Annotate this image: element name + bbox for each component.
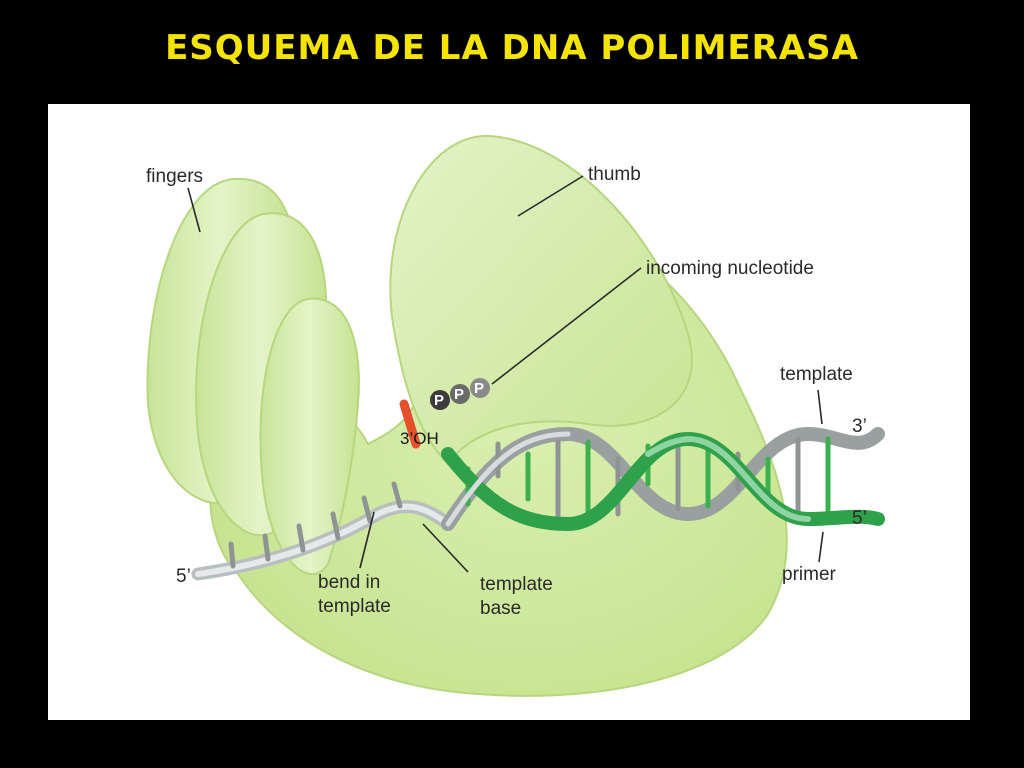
- phosphate-label-2: P: [454, 386, 464, 403]
- label-incoming-nucleotide: incoming nucleotide: [646, 258, 814, 279]
- phosphate-label-3: P: [474, 380, 484, 397]
- label-template: template: [780, 364, 853, 385]
- label-five-prime-right: 5’: [852, 508, 867, 529]
- label-primer: primer: [782, 564, 837, 585]
- thumb-domain: [389, 134, 693, 466]
- label-fingers: fingers: [146, 166, 203, 187]
- fingers-domain: [146, 177, 360, 576]
- finger-3: [259, 297, 360, 576]
- phosphate-3: [470, 378, 490, 398]
- primer-terminus: [399, 399, 421, 449]
- incoming-nucleotide: P P P: [430, 378, 490, 410]
- label-bend-line2: template: [318, 596, 391, 617]
- label-bend-line1: bend in: [318, 572, 380, 593]
- phosphate-1: [430, 390, 450, 410]
- polymerase-diagram: P P P fingers thumb incoming nucleotide …: [48, 104, 970, 720]
- leader-lines: [187, 175, 824, 573]
- label-template-base-line2: base: [480, 598, 521, 619]
- single-strand-template: [191, 481, 455, 581]
- label-five-prime-left: 5’: [176, 566, 191, 587]
- double-helix: [441, 426, 885, 532]
- label-template-base-line1: template: [480, 574, 553, 595]
- phosphate-2: [450, 384, 470, 404]
- label-three-oh: 3’OH: [400, 429, 439, 448]
- phosphate-label-1: P: [434, 392, 444, 409]
- slide-title: ESQUEMA DE LA DNA POLIMERASA: [165, 28, 859, 68]
- label-three-prime: 3’: [852, 416, 867, 437]
- polymerase-illustration: P P P fingers thumb incoming nucleotide …: [146, 134, 885, 697]
- label-thumb: thumb: [588, 164, 641, 185]
